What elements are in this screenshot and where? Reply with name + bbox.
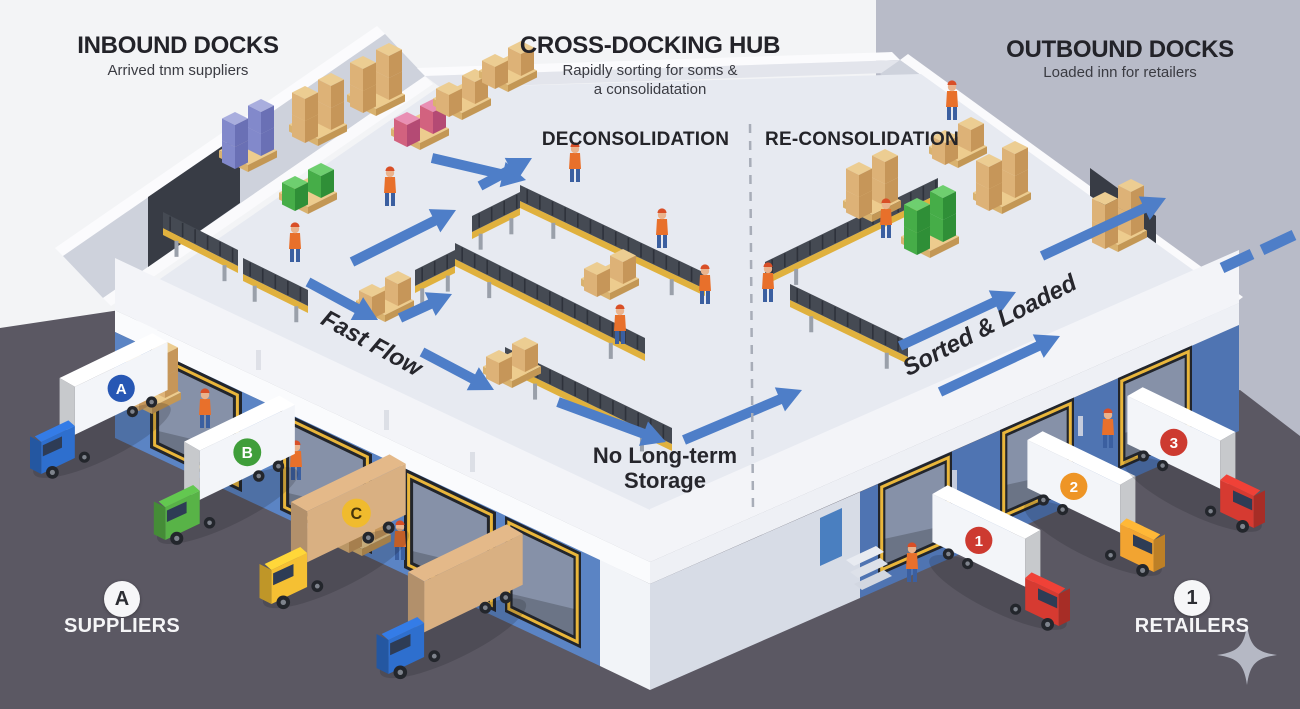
personnel-door <box>820 508 892 590</box>
pallet-stack <box>219 99 277 172</box>
pallet-stack <box>581 249 639 300</box>
truck-supplier-a: A <box>30 333 171 479</box>
warehouse-worker <box>906 542 918 582</box>
conveyor-belt <box>520 185 706 296</box>
warehouse-worker <box>762 262 774 302</box>
trucks: A B C 1 2 3 <box>30 333 1265 680</box>
front-wall-left <box>600 560 650 690</box>
flow-arrow <box>682 387 802 445</box>
aisle-left <box>115 258 650 562</box>
warehouse-worker <box>614 304 626 344</box>
outbound-subtitle: Loaded inn for retailers <box>1043 64 1197 81</box>
warehouse-worker <box>946 80 958 120</box>
wall-vents <box>256 350 1083 490</box>
left-wall-top-band <box>115 310 650 584</box>
truck-badge <box>965 526 993 554</box>
warehouse-worker <box>199 388 211 428</box>
flow-arrow <box>349 209 456 267</box>
truck-badge-label: A <box>116 381 127 398</box>
truck-badge-label: C <box>351 505 363 523</box>
warehouse-worker <box>569 142 581 182</box>
flow-arrow <box>419 347 494 391</box>
ground <box>0 310 1300 709</box>
hub-title: CROSS-DOCKING HUB <box>519 32 781 59</box>
pallet-stack <box>929 117 987 168</box>
back-wall-top <box>417 52 916 88</box>
warehouse-worker <box>699 264 711 304</box>
flow-arrow <box>1039 196 1166 261</box>
dock-door <box>505 516 581 649</box>
conveyor-belt <box>455 243 645 361</box>
right-wall-top-band <box>650 303 1239 584</box>
pallet-stack <box>901 185 959 258</box>
flow-exit-dashes <box>1219 230 1297 273</box>
hub-subtitle-1: Rapidly sorting for soms & <box>562 62 738 79</box>
pallet-stack <box>289 73 347 146</box>
flow-arrow <box>556 397 666 446</box>
conveyor-belt <box>790 284 908 369</box>
flow-arrow <box>897 290 1016 351</box>
truck-badge-label: 2 <box>1070 479 1078 496</box>
warehouse-worker <box>880 198 892 238</box>
zone-reconsolidation: RE-CONSOLIDATION <box>765 129 959 150</box>
inbound-title: INBOUND DOCKS <box>77 32 279 59</box>
outbound-title: OUTBOUND DOCKS <box>1006 36 1234 63</box>
zone-divider <box>748 123 755 513</box>
suppliers-label: SUPPLIERS <box>63 615 181 637</box>
truck-retailer-3: 3 <box>1124 387 1265 533</box>
pallet-stack <box>391 99 449 150</box>
truck-retailer-1: 1 <box>929 485 1070 631</box>
truck-retailer-2: 2 <box>1024 431 1165 577</box>
pallet-stack <box>433 69 491 120</box>
truck-badge <box>1060 472 1088 500</box>
truck-badge <box>1160 428 1188 456</box>
pallet-stack <box>279 163 337 214</box>
pallet-stack <box>479 41 537 92</box>
front-wall-right <box>650 492 860 690</box>
warehouse-worker <box>656 208 668 248</box>
truck-badge-label: B <box>242 445 253 462</box>
retailers-label: RETAILERS <box>1134 615 1250 637</box>
aisle-right <box>650 250 1239 562</box>
inbound-subtitle: Arrived tnm suppliers <box>107 62 249 79</box>
zone-deconsolidation: DECONSOLIDATION <box>541 129 730 150</box>
warehouse-worker <box>289 222 301 262</box>
truck-badge <box>233 438 262 467</box>
truck-badge <box>341 498 371 528</box>
hub-subtitle-2: a consolidatation <box>593 81 707 98</box>
conveyor-belt <box>415 250 455 305</box>
conveyor-belt <box>243 258 308 323</box>
truck-badge <box>107 374 135 402</box>
retailers-badge: 1 <box>1174 580 1210 616</box>
flow-arrow <box>937 334 1060 397</box>
truck-badge-label: 3 <box>1170 435 1178 452</box>
suppliers-badge: A <box>104 581 140 617</box>
sparkle-icon <box>1217 625 1277 685</box>
flow-arrow <box>477 157 532 191</box>
pallet-stack <box>973 141 1031 214</box>
truck-canvas <box>376 524 527 680</box>
no-storage-line2: Storage <box>624 468 706 493</box>
warehouse-worker <box>384 166 396 206</box>
flow-arrows <box>305 153 1166 446</box>
pallet-stack <box>483 337 541 388</box>
conveyor-belt <box>163 212 238 282</box>
warehouse-workers <box>199 80 1114 582</box>
dock-door <box>878 451 952 576</box>
flow-arrow <box>305 277 378 320</box>
truck-supplier-c: C <box>259 454 410 610</box>
pallet-stack <box>347 43 405 116</box>
no-storage-line1: No Long-term <box>592 443 738 468</box>
flow-arrow <box>397 292 452 323</box>
truck-supplier-b: B <box>153 395 299 545</box>
warehouse-worker <box>1102 408 1114 448</box>
conveyor-belt <box>472 192 520 250</box>
truck-badge-label: 1 <box>975 533 984 550</box>
warehouse-worker <box>394 520 406 560</box>
